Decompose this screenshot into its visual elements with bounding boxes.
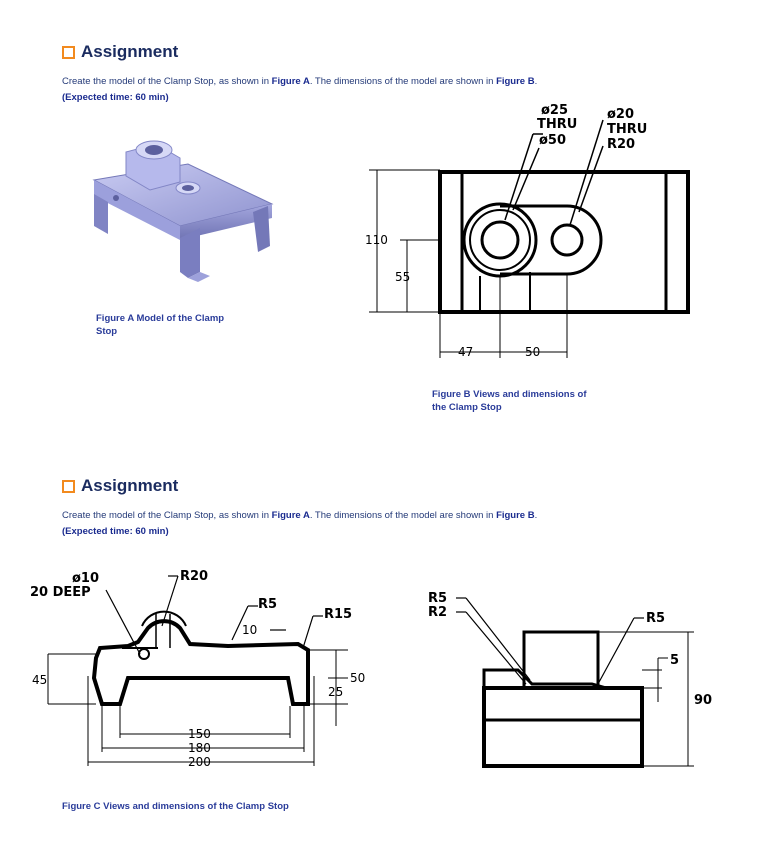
dim-50: 50: [350, 671, 365, 685]
dim-110: 110: [365, 233, 388, 247]
section1-intro: Create the model of the Clamp Stop, as s…: [62, 75, 742, 88]
dim-thru: THRU: [537, 117, 577, 132]
dim-55: 55: [395, 270, 410, 284]
figure-b-ref: Figure B: [496, 76, 535, 87]
dim-deep: 20 DEEP: [30, 585, 91, 600]
dim-180: 180: [188, 741, 211, 755]
figure-a-ref: Figure A: [271, 76, 310, 87]
intro-text: .: [534, 76, 538, 87]
dim-r20: R20: [607, 137, 635, 152]
dim-47: 47: [458, 345, 473, 359]
figure-a-ref: Figure A: [271, 510, 310, 521]
figure-a-model: [92, 140, 274, 282]
figure-c-front-view: ø10 20 DEEP R20 R5 10 R15 45 50 25 150 1…: [30, 569, 365, 769]
dim-25: 25: [328, 685, 343, 699]
dim-r20: R20: [180, 569, 208, 584]
dim-150: 150: [188, 727, 211, 741]
section1-time: (Expected time: 60 min): [62, 92, 169, 103]
intro-text: Create the model of the Clamp Stop, as s…: [62, 76, 272, 87]
figure-c-side-view: R5 R2 R5 5 90: [428, 591, 712, 768]
heading-text: Assignment: [81, 42, 179, 61]
intro-text: . The dimensions of the model are shown …: [309, 76, 497, 87]
caption-line: the Clamp Stop: [432, 402, 502, 413]
dim-d20: ø20: [607, 107, 634, 122]
section2-intro: Create the model of the Clamp Stop, as s…: [62, 509, 742, 522]
checkbox-icon: [62, 479, 75, 493]
dim-d50: ø50: [539, 133, 566, 148]
dim-10: 10: [242, 623, 257, 637]
dim-r15: R15: [324, 607, 352, 622]
intro-text: .: [534, 510, 538, 521]
figure-b-ref: Figure B: [496, 510, 535, 521]
dim-thru: THRU: [607, 122, 647, 137]
dim-200: 200: [188, 755, 211, 769]
section2-heading: Assignment: [62, 476, 178, 496]
dim-r2: R2: [428, 605, 447, 620]
caption-figure-c: Figure C Views and dimensions of the Cla…: [62, 801, 289, 812]
caption-figure-b: Figure B Views and dimensions of the Cla…: [432, 388, 587, 414]
section2-time: (Expected time: 60 min): [62, 526, 169, 537]
caption-line: Figure A Model of the Clamp: [96, 313, 225, 324]
dim-90: 90: [694, 693, 712, 708]
checkbox-icon: [62, 45, 75, 59]
dim-50: 50: [525, 345, 540, 359]
heading-text: Assignment: [81, 476, 179, 495]
dim-45: 45: [32, 673, 47, 687]
figure-b-drawing: ø25 THRU ø50 ø20 THRU R20 110 55 47 50: [365, 103, 690, 359]
section1-heading: Assignment: [62, 42, 178, 62]
caption-line: Figure B Views and dimensions of: [432, 389, 587, 400]
dim-r5: R5: [646, 611, 665, 626]
intro-text: Create the model of the Clamp Stop, as s…: [62, 510, 272, 521]
dim-d10: ø10: [72, 571, 99, 586]
dim-r5: R5: [428, 591, 447, 606]
caption-figure-a: Figure A Model of the Clamp Stop: [96, 312, 224, 338]
intro-text: . The dimensions of the model are shown …: [309, 510, 497, 521]
dim-r5: R5: [258, 597, 277, 612]
caption-line: Stop: [96, 326, 118, 337]
dim-5: 5: [670, 653, 679, 668]
dim-d25: ø25: [541, 103, 568, 118]
